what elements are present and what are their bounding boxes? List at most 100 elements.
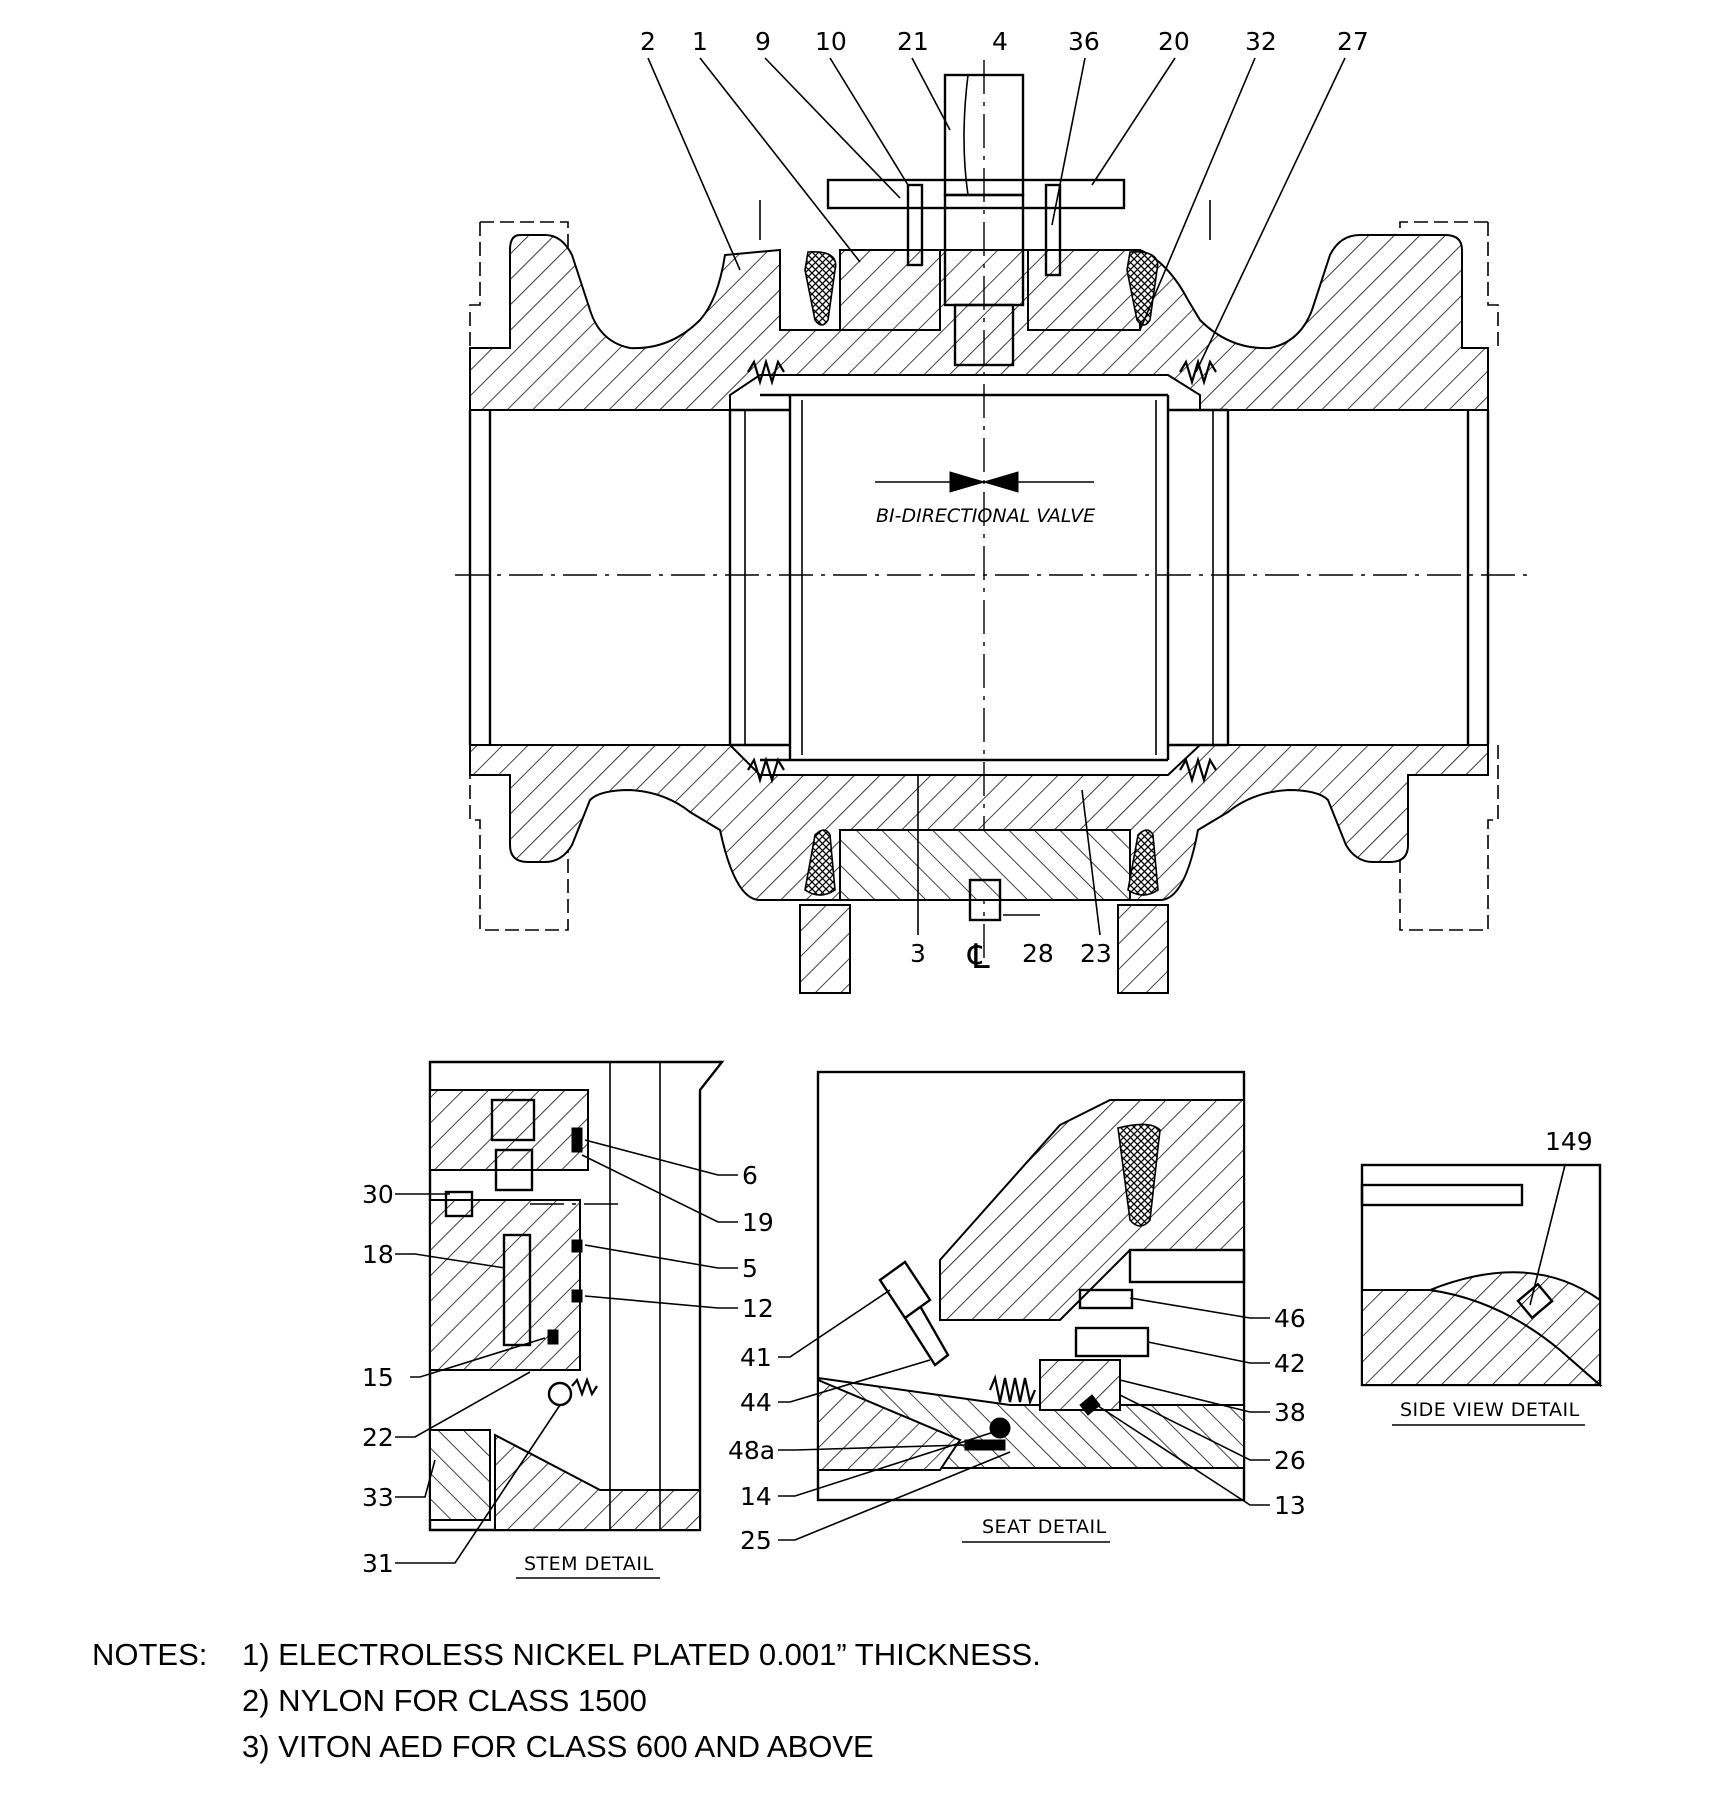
main-section-view: BI-DIRECTIONAL VALVE 2 1 9 10 21 4 [455, 27, 1528, 994]
seat-detail-cap [1128, 1248, 1246, 1284]
seat-callout-26: 26 [1274, 1446, 1306, 1475]
note-item: 3) VITON AED FOR CLASS 600 AND ABOVE [242, 1729, 874, 1764]
seat-callout-38: 38 [1274, 1398, 1306, 1427]
callout-21: 21 [897, 27, 929, 56]
callout-36: 36 [1068, 27, 1100, 56]
callout-20: 20 [1158, 27, 1190, 56]
callout-2: 2 [640, 27, 656, 56]
seat-callout-14: 14 [740, 1482, 772, 1511]
stem-detail-oring-mid [571, 1239, 583, 1253]
seat-spring-top-right [1179, 358, 1217, 386]
centerline-symbol: ℄ [967, 937, 990, 977]
bottom-cover [839, 829, 1131, 901]
callout-1: 1 [692, 27, 708, 56]
trunnion-bolt [968, 878, 1002, 922]
seat-detail-title: SEAT DETAIL [982, 1516, 1107, 1538]
stem-callout-31: 31 [362, 1549, 394, 1578]
lower-body-section [469, 744, 1489, 901]
stem-detail-oring-top [571, 1127, 583, 1153]
callout-32: 32 [1245, 27, 1277, 56]
stem-callout-5: 5 [742, 1254, 758, 1283]
stem-callout-33: 33 [362, 1483, 394, 1512]
seat-detail-oring [989, 1417, 1011, 1439]
stem-detail-ball-check [547, 1381, 573, 1407]
seat-spring-bottom-left [747, 756, 785, 784]
ball-inner-lines [744, 400, 1214, 755]
stem-callout-18: 18 [362, 1240, 394, 1269]
left-support-leg [799, 904, 851, 994]
bottom-leaders [917, 775, 1101, 936]
stem-detail-bolt-head [490, 1098, 536, 1142]
ball-outline [728, 393, 1230, 762]
seat-callout-42: 42 [1274, 1349, 1306, 1378]
stem-key-break [963, 74, 969, 196]
note-item: 2) NYLON FOR CLASS 1500 [242, 1683, 647, 1718]
seat-detail-bolt-42 [1074, 1326, 1150, 1358]
side-view-plate [1360, 1183, 1524, 1207]
callout-23: 23 [1080, 939, 1112, 968]
bi-directional-symbol [875, 471, 1094, 493]
side-view-fitting [1516, 1282, 1554, 1320]
stem-detail-bolt-shank [494, 1148, 534, 1192]
side-view-title: SIDE VIEW DETAIL [1400, 1399, 1580, 1421]
upper-body-section [469, 234, 1489, 411]
callout-9: 9 [755, 27, 771, 56]
side-view-detail: 149 SIDE VIEW DETAIL [1360, 1127, 1603, 1426]
stem-callout-15: 15 [362, 1363, 394, 1392]
note-item: 1) ELECTROLESS NICKEL PLATED 0.001” THIC… [242, 1637, 1041, 1672]
seat-callout-25: 25 [740, 1526, 772, 1555]
stem-detail-seal [547, 1329, 559, 1345]
gland-bolt-left [906, 183, 924, 267]
side-view-ring [1426, 1271, 1601, 1388]
seat-detail-frame [816, 1070, 1246, 1502]
stem-callout-19: 19 [742, 1208, 774, 1237]
stem-callout-12: 12 [742, 1294, 774, 1323]
seat-detail-retainer [1039, 1359, 1121, 1411]
top-leaders [647, 57, 1346, 373]
stem-detail-ball [494, 1433, 701, 1531]
callout-3: 3 [910, 939, 926, 968]
bottom-callouts: 3 ℄ 28 23 [910, 937, 1112, 977]
stem-callout-6: 6 [742, 1161, 758, 1190]
seat-callout-46: 46 [1274, 1304, 1306, 1333]
notes-list: 1) ELECTROLESS NICKEL PLATED 0.001” THIC… [242, 1632, 1041, 1770]
side-view-callout-149: 149 [1545, 1127, 1593, 1156]
right-support-leg [1117, 904, 1169, 994]
stem-detail-body-lower [429, 1429, 491, 1521]
seat-detail-injector [878, 1260, 950, 1367]
stem-callout-30: 30 [362, 1180, 394, 1209]
stem-callout-22: 22 [362, 1423, 394, 1452]
callout-10: 10 [815, 27, 847, 56]
seat-callout-41: 41 [740, 1343, 772, 1372]
seal-bottom-left [804, 829, 836, 896]
seat-detail-spring [988, 1374, 1037, 1406]
bore-outline [468, 410, 1490, 745]
stem-detail-body-upper [429, 1089, 589, 1171]
seat-detail: 41 44 48a 14 25 46 42 38 26 13 SEAT DETA… [728, 1070, 1306, 1555]
notes-label: NOTES: [92, 1637, 208, 1672]
stem-detail-title: STEM DETAIL [524, 1553, 654, 1575]
bottom-trunnion [799, 829, 1169, 994]
seat-detail-body [939, 1099, 1245, 1321]
seal-bottom-right [1127, 829, 1159, 896]
seat-detail-seal-14 [964, 1439, 1006, 1451]
flow-label: BI-DIRECTIONAL VALVE [876, 505, 1095, 527]
top-callouts: 2 1 9 10 21 4 36 20 32 27 [640, 27, 1369, 56]
stem-detail-injector [444, 1190, 474, 1218]
seat-spring-top-left [747, 358, 785, 386]
stem-detail-oring-low [571, 1289, 583, 1303]
stem-detail-screw [502, 1233, 532, 1347]
gland-bolt-right [1044, 183, 1062, 277]
stem-tang [953, 303, 1015, 367]
callout-27: 27 [1337, 27, 1369, 56]
callout-4: 4 [992, 27, 1008, 56]
top-cover [839, 249, 941, 331]
seat-callout-48a: 48a [728, 1436, 775, 1465]
seat-callout-44: 44 [740, 1388, 772, 1417]
callout-28: 28 [1022, 939, 1054, 968]
stem-detail: 30 18 15 22 33 31 6 19 5 12 STEM DETAIL [362, 1060, 774, 1579]
seat-spring-bottom-right [1179, 756, 1217, 784]
seat-callout-13: 13 [1274, 1491, 1306, 1520]
mounting-flange [826, 178, 1126, 210]
